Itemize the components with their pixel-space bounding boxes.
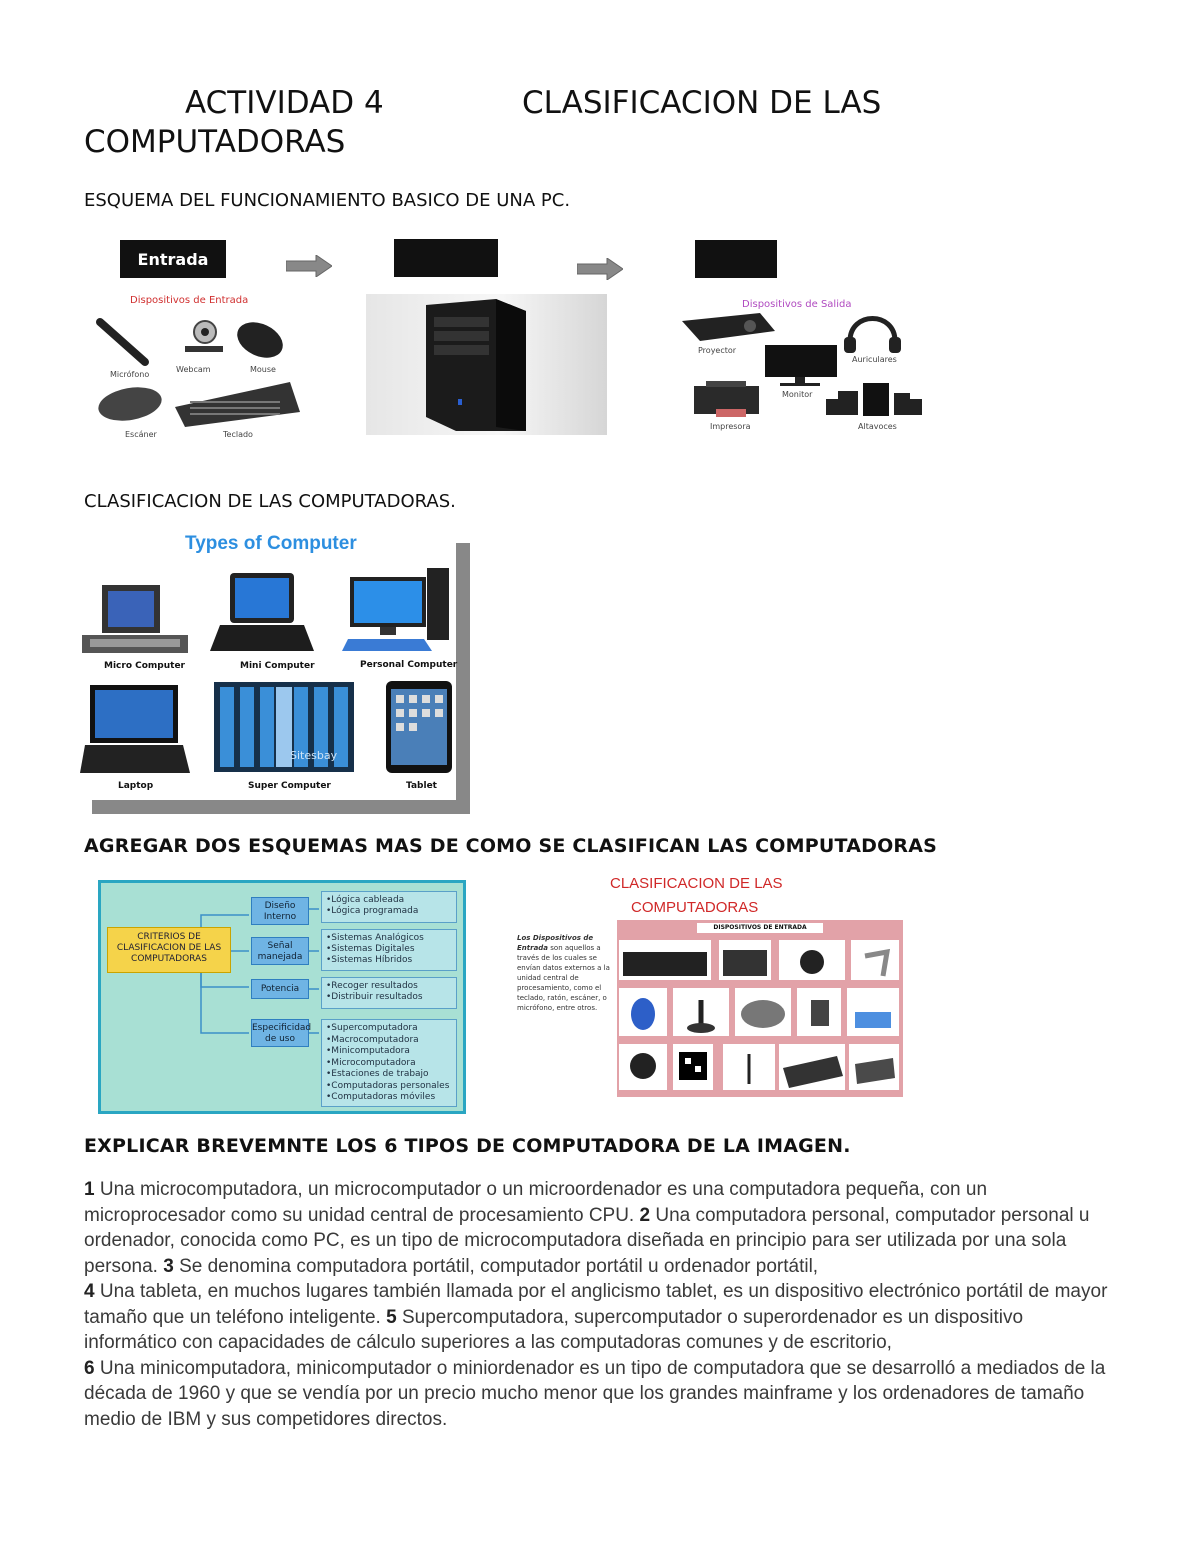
explanation-paragraph: 1 Una microcomputadora, un microcomputad… (84, 1177, 1114, 1432)
type-label: Tablet (406, 781, 437, 791)
salida-block (695, 240, 777, 278)
type-label: Laptop (118, 781, 154, 791)
input-device-label: Escáner (125, 430, 157, 439)
item-text: Una microcomputadora, un microcomputador… (84, 1179, 988, 1226)
classification-heading: CLASIFICACION DE LAS COMPUTADORAS. (84, 491, 456, 512)
title-part3: COMPUTADORAS (84, 124, 346, 160)
poster-title-1: CLASIFICACION DE LAS (610, 875, 783, 892)
item-text: Una minicomputadora, minicomputador o mi… (84, 1357, 1106, 1430)
input-device-label: Teclado (223, 430, 253, 439)
output-device-label: Auriculares (852, 355, 897, 364)
add-heading: AGREGAR DOS ESQUEMAS MAS DE COMO SE CLAS… (84, 835, 938, 857)
output-device-label: Altavoces (858, 422, 897, 431)
cpu-tower-icon (426, 299, 526, 431)
item-number: 1 (84, 1179, 95, 1200)
output-caption: Dispositivos de Salida (742, 299, 852, 310)
output-device-label: Monitor (782, 390, 813, 399)
entrada-block: Entrada (120, 240, 226, 278)
item-text: Se denomina computadora portátil, comput… (173, 1255, 819, 1277)
explain-heading: EXPLICAR BREVEMNTE LOS 6 TIPOS DE COMPUT… (84, 1135, 851, 1157)
criteria-branch: Diseño Interno (251, 897, 309, 925)
proceso-block (394, 239, 498, 277)
item-number: 2 (639, 1204, 651, 1226)
input-devices-image: Dispositivos de Entrada Micrófono Webcam… (90, 292, 310, 442)
poster-title-2: COMPUTADORAS (631, 899, 759, 916)
item-text: Una computadora personal, computador per… (84, 1204, 1090, 1277)
item-text: Una tableta, en muchos lugares también l… (84, 1281, 1108, 1328)
criteria-branch: Potencia (251, 979, 309, 999)
criteria-items: •Supercomputadora •Macrocomputadora •Min… (321, 1019, 457, 1107)
types-title: Types of Computer (185, 533, 357, 554)
criteria-connectors (200, 908, 319, 1034)
title-part1: ACTIVIDAD 4 (185, 85, 384, 121)
input-caption: Dispositivos de Entrada (130, 295, 249, 306)
computer-types-icon (80, 568, 452, 773)
criteria-items: •Sistemas Analógicos •Sistemas Digitales… (321, 929, 457, 971)
output-device-label: Impresora (710, 422, 751, 431)
input-devices-poster: CLASIFICACION DE LAS COMPUTADORAS Los Di… (515, 873, 905, 1098)
arrow-right-icon (577, 258, 623, 280)
arrow-right-icon (286, 255, 332, 277)
item-number: 3 (163, 1255, 174, 1277)
output-devices-icon (682, 313, 922, 417)
types-watermark: Sitesbay (290, 749, 338, 762)
scheme-heading: ESQUEMA DEL FUNCIONAMIENTO BASICO DE UNA… (84, 190, 571, 211)
criteria-branch: Señal manejada (251, 937, 309, 965)
poster-side-text: Los Dispositivos de Entrada son aquellos… (517, 934, 610, 1012)
input-device-label: Webcam (176, 365, 211, 374)
output-devices-image: Dispositivos de Salida Proyector Auricul… (680, 296, 925, 434)
poster-devices-icon (619, 940, 899, 1090)
input-device-label: Micrófono (110, 370, 150, 379)
item-number: 5 (386, 1306, 397, 1328)
poster-panel: DISPOSITIVOS DE ENTRADA (617, 920, 903, 1097)
type-label: Personal Computer (360, 660, 458, 670)
input-devices-icon (96, 318, 300, 427)
types-of-computer-image: Types of Computer Sitesbay Micro Compute… (80, 531, 472, 814)
criteria-diagram: CRITERIOS DE CLASIFICACION DE LAS COMPUT… (98, 880, 466, 1114)
page-title: ACTIVIDAD 4 CLASIFICACION DE LAS COMPUTAD… (84, 84, 1124, 162)
criteria-branch: Especificidad de uso (251, 1019, 311, 1047)
item-number: 6 (84, 1357, 95, 1379)
type-label: Mini Computer (240, 661, 315, 671)
criteria-items: •Recoger resultados •Distribuir resultad… (321, 977, 457, 1009)
item-number: 4 (84, 1281, 95, 1302)
poster-banner: DISPOSITIVOS DE ENTRADA (697, 923, 823, 933)
input-device-label: Mouse (250, 365, 276, 374)
title-part2: CLASIFICACION DE LAS (522, 85, 882, 121)
criteria-items: •Lógica cableada •Lógica programada (321, 891, 457, 923)
item-text: Supercomputadora, supercomputador o supe… (84, 1306, 1024, 1354)
type-label: Super Computer (248, 781, 331, 791)
type-label: Micro Computer (104, 661, 185, 671)
criteria-center: CRITERIOS DE CLASIFICACION DE LAS COMPUT… (107, 927, 231, 973)
cpu-tower-image (366, 294, 607, 435)
output-device-label: Proyector (698, 346, 737, 355)
